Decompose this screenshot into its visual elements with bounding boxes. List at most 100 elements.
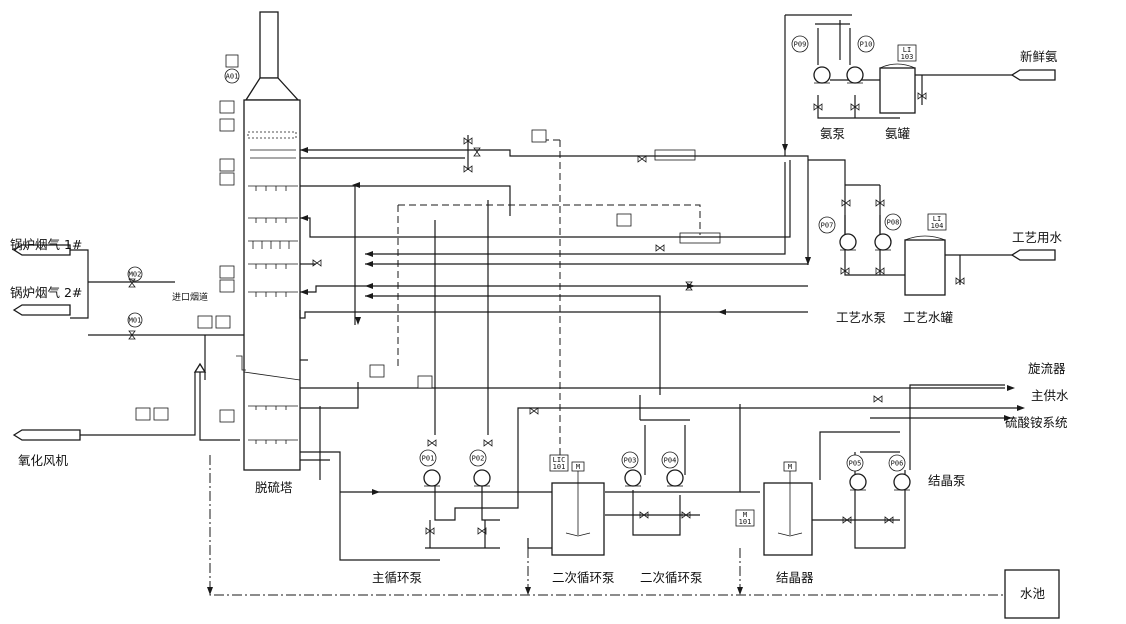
flow-arrows (207, 144, 1025, 595)
instrument-li104: LI 104 (927, 213, 947, 231)
svg-text:104: 104 (931, 222, 944, 230)
instrument-icon (219, 100, 235, 114)
instrument-lc101: LIC 101 (549, 454, 569, 472)
svg-text:101: 101 (739, 518, 752, 526)
svg-text:P07: P07 (821, 222, 834, 230)
valve-icon (840, 267, 850, 275)
label-crystal-pump: 结晶泵 (928, 473, 966, 488)
arrow-left-icon (365, 283, 373, 289)
ammonia-tank-vessel (879, 63, 916, 114)
pump-icon (666, 469, 684, 487)
label-process-water-tank: 工艺水罐 (903, 310, 954, 325)
pump-tag-p05: P05 (846, 454, 864, 472)
pump-tag-p09: P09 (791, 35, 809, 53)
boiler-gas-1-inlet-icon (12, 244, 71, 256)
pump-icon (846, 66, 864, 84)
svg-text:P04: P04 (664, 457, 677, 465)
process-piping (70, 14, 1020, 561)
label-main-supply-water: 主供水 (1031, 388, 1069, 403)
svg-text:P03: P03 (624, 457, 637, 465)
arrow-right-icon (687, 283, 695, 289)
pump-tag-p02: P02 (469, 449, 487, 467)
arrow-left-icon (365, 261, 373, 267)
arrow-down-icon (355, 317, 361, 325)
process-water-inlet-icon (1010, 249, 1056, 261)
valve-icon (312, 259, 322, 267)
pump-icon (813, 66, 831, 84)
pump-tag-p03: P03 (621, 451, 639, 469)
svg-text:LI: LI (933, 215, 941, 223)
label-process-water: 工艺用水 (1012, 230, 1063, 245)
valve-icon (685, 281, 693, 291)
instrument-icon (219, 279, 235, 293)
label-oxidation-fan: 氧化风机 (18, 453, 69, 468)
label-boiler-gas-1: 锅炉烟气 1# (10, 237, 82, 252)
svg-text:LIC: LIC (553, 456, 566, 464)
instrument-icon (197, 315, 213, 329)
valve-icon (873, 395, 883, 403)
pump-tag-p07: P07 (818, 216, 836, 234)
svg-text:P01: P01 (422, 455, 435, 463)
label-desulfurization-tower: 脱硫塔 (255, 480, 293, 495)
valve-icon (128, 278, 136, 288)
valve-icon (813, 103, 823, 111)
pump-icon (839, 233, 857, 251)
arrow-left-icon (300, 215, 308, 221)
instruments: A01 M02 M01 LIC 101 M 101 LI (127, 44, 947, 527)
valve-icon (473, 147, 481, 157)
instrument-m101: M 101 (735, 509, 755, 527)
svg-text:P10: P10 (860, 41, 873, 49)
valve-icon (477, 527, 487, 535)
arrow-left-icon (352, 182, 360, 188)
valve-icon (639, 511, 649, 519)
valve-icon (842, 516, 852, 524)
valve-icon (841, 199, 851, 207)
agitator-icon (777, 532, 803, 537)
valve-icon (917, 92, 927, 100)
crystallizer-vessel: M (763, 461, 813, 556)
label-fresh-ammonia: 新鲜氨 (1020, 49, 1058, 64)
water-pool-box (1004, 569, 1060, 619)
pump-icon (849, 473, 867, 491)
arrow-down-icon (737, 587, 743, 595)
valve-icon (681, 511, 691, 519)
pump-tag-p06: P06 (888, 454, 906, 472)
inlet-nozzles (12, 69, 1056, 441)
valve-icon (655, 244, 665, 252)
pump-tags: P01 P02 P03 P04 P05 P06 P07 P08 P09 P10 (419, 35, 906, 472)
svg-text:M02: M02 (129, 271, 142, 279)
instrument-icon (219, 118, 235, 132)
pump-icon (473, 469, 491, 487)
svg-text:M01: M01 (129, 317, 142, 325)
instrument-icon (135, 407, 151, 421)
valve-icon (637, 155, 647, 163)
boiler-gas-2-inlet-icon (12, 304, 71, 316)
instrument-icon (225, 54, 239, 68)
instrument-icon (153, 407, 169, 421)
labels: 锅炉烟气 1# 锅炉烟气 2# 进口烟道 氧化风机 脱硫塔 主循环泵 二次循环泵… (10, 49, 1069, 601)
agitator-icon (565, 532, 591, 537)
arrow-left-icon (718, 309, 726, 315)
instrument-icon (219, 409, 235, 423)
instrument-icon (219, 172, 235, 186)
svg-text:M: M (576, 463, 580, 471)
secondary-tank: M (551, 461, 605, 556)
valve-icon (463, 137, 473, 145)
pump-icon (893, 473, 911, 491)
pump-icon (874, 233, 892, 251)
arrow-down-icon (805, 257, 811, 265)
oxidation-inlet-hook-icon (193, 362, 207, 373)
arrow-right-icon (1004, 415, 1012, 421)
valve-icon (483, 439, 493, 447)
arrow-right-icon (372, 489, 380, 495)
label-process-water-pump: 工艺水泵 (836, 310, 886, 325)
label-secondary-circ-pump-1: 二次循环泵 (552, 570, 615, 585)
instrument-icon (219, 158, 235, 172)
svg-text:P05: P05 (849, 460, 862, 468)
label-ammonium-sulfate-system: 硫酸铵系统 (1005, 415, 1068, 430)
signal-lines (209, 139, 1005, 596)
motor-icon (783, 461, 797, 472)
svg-text:LI: LI (903, 46, 911, 54)
pump-tag-p04: P04 (661, 451, 679, 469)
